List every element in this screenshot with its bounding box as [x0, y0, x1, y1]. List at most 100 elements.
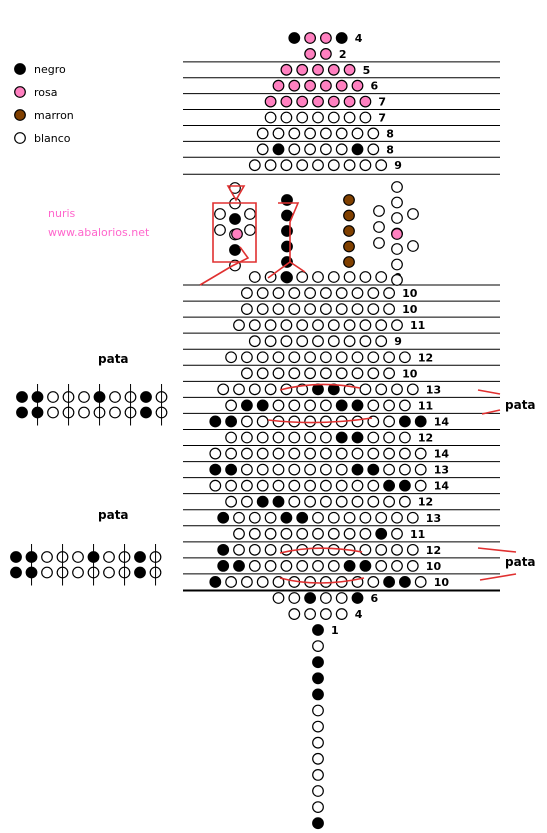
bead-black [229, 244, 241, 256]
bead-black [375, 527, 388, 540]
bead-white [280, 159, 293, 172]
bead-white [280, 560, 293, 572]
row-count-label: 13 [426, 512, 441, 525]
bead-white [391, 511, 403, 524]
bead-white [256, 479, 269, 492]
bead-row [312, 769, 324, 781]
row-count-label: 4 [355, 608, 363, 621]
row-count-label: 9 [394, 159, 402, 172]
bead-white [225, 399, 238, 412]
bead-black [16, 406, 28, 419]
head-detail-columns [214, 181, 419, 286]
bead-white [359, 111, 372, 124]
bead-white [296, 335, 309, 348]
bead-white [391, 258, 403, 271]
bead-white [272, 447, 285, 460]
legend-bead-black [14, 63, 26, 75]
bead-row: 11 [225, 399, 433, 412]
bead-white [256, 287, 269, 299]
bead-white [375, 511, 388, 524]
bead-white [359, 527, 372, 540]
bead-pink [312, 63, 324, 76]
bead-white [288, 143, 301, 156]
bead-white [351, 303, 364, 316]
guide-mark [477, 389, 501, 395]
bead-white [288, 608, 301, 620]
bead-black [351, 592, 364, 604]
bead-pink [351, 79, 364, 92]
bead-white [383, 399, 396, 412]
bead-white [288, 367, 301, 380]
bead-pink [320, 32, 332, 44]
bead-white [375, 383, 388, 396]
bead-white [391, 196, 403, 209]
bead-white [399, 495, 411, 508]
bead-white [248, 527, 261, 540]
bead-white [296, 271, 309, 283]
bead-white [327, 335, 340, 348]
bead-white [264, 111, 277, 124]
bead-row: 8 [256, 127, 394, 140]
bead-row [312, 752, 324, 765]
bead-white [375, 560, 388, 572]
bead-row: 13 [217, 511, 441, 525]
bead-pink [391, 228, 403, 240]
bead-row: 10 [240, 303, 418, 316]
leg-strips [10, 384, 168, 586]
bead-white [359, 319, 372, 332]
bead-white [240, 576, 253, 588]
bead-row: 9 [248, 271, 402, 284]
bead-row: 9 [248, 335, 402, 348]
bead-white [343, 159, 356, 172]
bead-white [304, 608, 317, 620]
bead-pink [343, 63, 356, 76]
bead-white [296, 111, 309, 124]
bead-black [134, 551, 146, 563]
bead-row: 10 [217, 560, 441, 573]
bead-black [399, 415, 411, 428]
row-count-label: 6 [371, 592, 379, 605]
bead-white [225, 495, 238, 508]
bead-white [214, 224, 226, 236]
bead-white [272, 592, 285, 604]
bead-white [272, 367, 285, 380]
bead-white [312, 159, 324, 172]
bead-white [335, 463, 348, 476]
bead-white [359, 543, 372, 556]
bead-pink [288, 79, 301, 92]
bead-white [264, 159, 277, 172]
bead-black [233, 560, 245, 572]
row-count-label: 7 [378, 112, 386, 125]
row-count-label: 10 [434, 576, 450, 589]
bead-black [280, 511, 293, 524]
bead-white [367, 479, 380, 492]
bead-white [373, 221, 385, 233]
guide-mark [199, 246, 250, 286]
bead-white [351, 415, 364, 428]
bead-white [103, 566, 115, 579]
bead-white [327, 511, 340, 524]
bead-white [407, 208, 419, 220]
bead-white [304, 495, 317, 508]
bead-black [304, 592, 317, 604]
bead-white [320, 303, 332, 316]
bead-white [359, 271, 372, 283]
bead-black [335, 399, 348, 412]
bead-pink [320, 79, 332, 92]
bead-white [335, 592, 348, 604]
bead-rows: 4256778899101011912101311141214131412131… [209, 32, 450, 830]
bead-black [209, 463, 222, 476]
row-count-label: 12 [418, 496, 433, 509]
bead-white [225, 576, 238, 588]
bead-white [383, 495, 396, 508]
bead-white [320, 367, 332, 380]
bead-white [264, 335, 277, 348]
bead-white [72, 566, 84, 579]
bead-white [288, 351, 301, 364]
row-count-label: 12 [418, 432, 433, 445]
bead-white [399, 463, 411, 476]
bead-black [140, 391, 152, 403]
bead-white [327, 319, 340, 332]
bead-row: 11 [233, 319, 425, 332]
bead-white [335, 303, 348, 316]
